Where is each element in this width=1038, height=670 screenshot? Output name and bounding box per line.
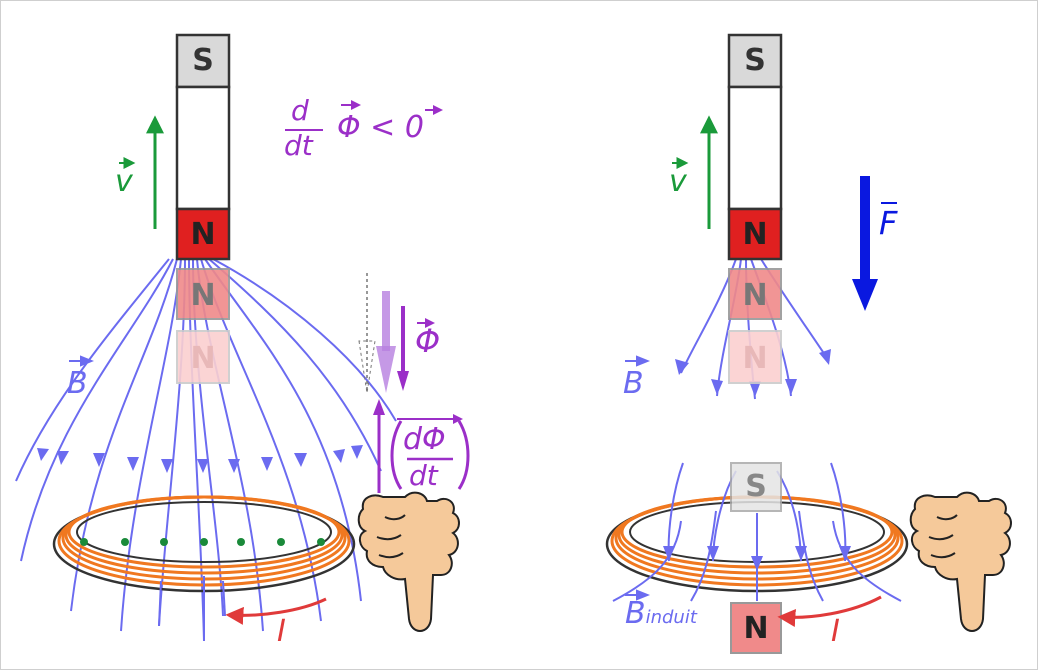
right-force-arrow — [852, 176, 897, 311]
induced-field-symbol: B — [625, 596, 646, 631]
left-current-label: I — [277, 614, 286, 649]
induced-field-subscript: induit — [645, 607, 697, 628]
left-thumbs-down-hand-icon — [357, 491, 460, 632]
induced-field-label: Binduit — [625, 599, 697, 629]
left-magnet — [175, 33, 231, 384]
right-induced-field-lines — [612, 462, 902, 602]
induced-flux-numerator: dΦ — [403, 422, 446, 457]
phi-arrows — [358, 273, 435, 394]
flux-rate-dt: dt — [284, 129, 313, 162]
induced-flux-denominator: dt — [409, 459, 438, 492]
induced-flux-rate — [285, 100, 470, 493]
flux-rate-expression: Φ < 0 — [337, 110, 424, 145]
right-magnet — [727, 33, 783, 654]
force-label: F — [879, 204, 898, 242]
right-north-ghost-label: N — [742, 278, 768, 313]
left-field-label: B — [67, 366, 88, 401]
right-current-arrow — [777, 595, 882, 627]
left-north-pole-label: N — [190, 217, 216, 252]
left-flux-dots — [80, 538, 325, 546]
coil-north-pole-label: N — [743, 611, 769, 646]
flux-label: Φ — [415, 322, 441, 360]
right-thumbs-down-hand-icon — [909, 491, 1012, 632]
left-north-ghost2-label: N — [190, 341, 216, 376]
left-velocity-label: v — [115, 164, 133, 199]
right-field-label: B — [623, 366, 644, 401]
left-south-pole-label: S — [192, 43, 214, 78]
right-north-pole-label: N — [742, 217, 768, 252]
right-current-label: I — [831, 614, 840, 649]
coil-south-pole-label: S — [745, 469, 767, 504]
right-north-ghost2-label: N — [742, 341, 768, 376]
left-field-lines-front — [158, 576, 226, 641]
right-south-pole-label: S — [744, 43, 766, 78]
flux-rate-d: d — [291, 94, 309, 127]
left-current-arrow — [225, 597, 327, 625]
left-north-ghost-label: N — [190, 278, 216, 313]
right-velocity-label: v — [669, 164, 687, 199]
